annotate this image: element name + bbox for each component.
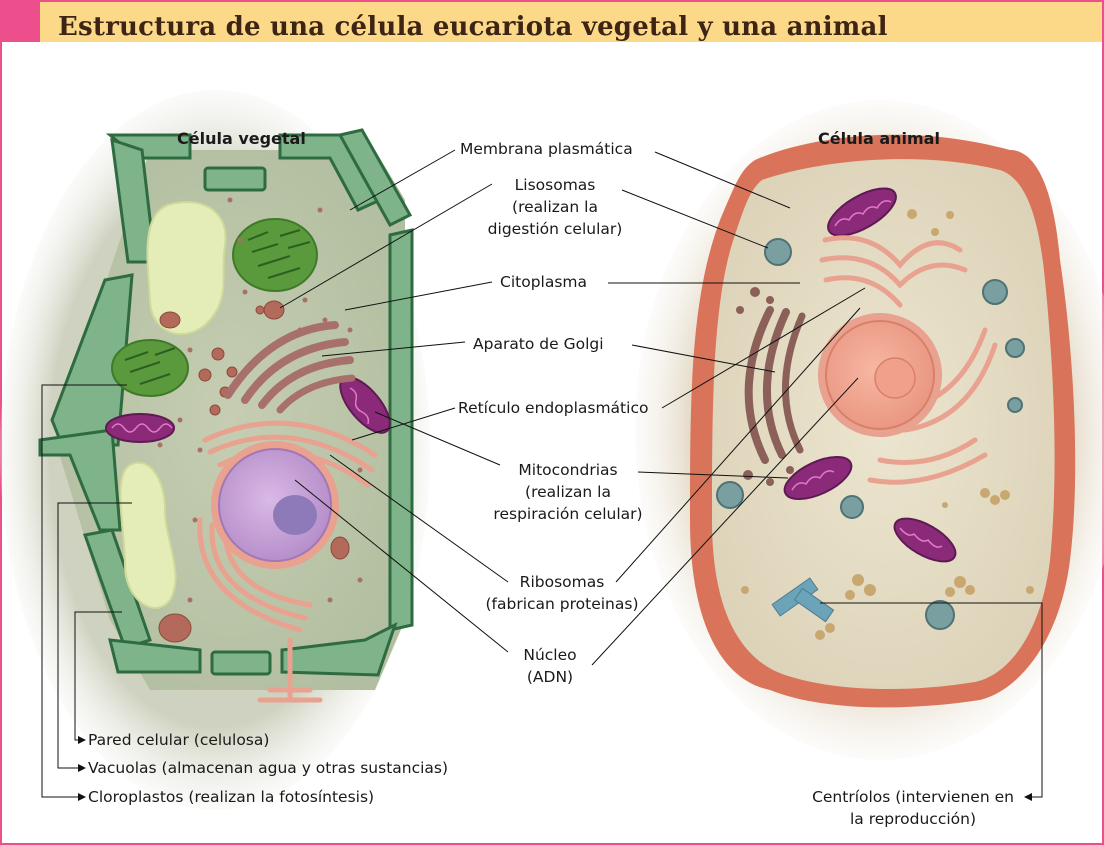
label-nucleo-line2: (ADN) — [523, 666, 576, 688]
plant-nucleus — [211, 441, 339, 569]
label-mitocondrias-line1: Mitocondrias — [493, 459, 642, 481]
label-mitocondrias: Mitocondrias (realizan la respiración ce… — [493, 459, 642, 525]
label-reticulo: Retículo endoplasmático — [458, 397, 648, 419]
animal-cell-title: Célula animal — [818, 129, 940, 148]
label-centriolos-line1: Centríolos (intervienen en — [812, 786, 1014, 808]
label-mitocondrias-line3: respiración celular) — [493, 503, 642, 525]
label-pared: Pared celular (celulosa) — [88, 729, 269, 751]
animal-nucleus — [818, 313, 942, 437]
label-citoplasma: Citoplasma — [500, 271, 587, 293]
label-vacuolas: Vacuolas (almacenan agua y otras sustanc… — [88, 757, 448, 779]
plant-vacuole-large — [147, 202, 225, 334]
label-cloroplastos: Cloroplastos (realizan la fotosíntesis) — [88, 786, 374, 808]
page-title: Estructura de una célula eucariota veget… — [58, 12, 888, 42]
label-membrana: Membrana plasmática — [460, 138, 633, 160]
label-lisosomas-line2: (realizan la — [488, 196, 623, 218]
header-accent — [2, 2, 40, 42]
label-ribosomas-line1: Ribosomas — [485, 571, 638, 593]
label-nucleo-line1: Núcleo — [523, 644, 576, 666]
label-nucleo: Núcleo (ADN) — [523, 644, 576, 688]
animal-cell — [690, 135, 1075, 708]
plant-cell-title: Célula vegetal — [177, 129, 306, 148]
label-lisosomas-line1: Lisosomas — [488, 174, 623, 196]
label-centriolos: Centríolos (intervienen en la reproducci… — [812, 786, 1014, 830]
label-ribosomas: Ribosomas (fabrican proteinas) — [485, 571, 638, 615]
label-ribosomas-line2: (fabrican proteinas) — [485, 593, 638, 615]
label-mitocondrias-line2: (realizan la — [493, 481, 642, 503]
label-lisosomas-line3: digestión celular) — [488, 218, 623, 240]
label-lisosomas: Lisosomas (realizan la digestión celular… — [488, 174, 623, 240]
label-centriolos-line2: la reproducción) — [812, 808, 1014, 830]
label-golgi: Aparato de Golgi — [473, 333, 604, 355]
